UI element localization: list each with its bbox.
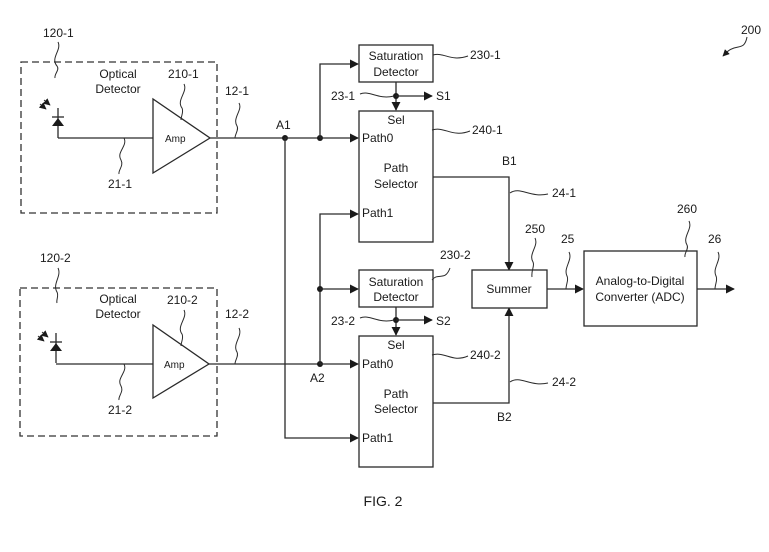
wire-ref-leader-12-2 bbox=[234, 327, 241, 365]
selector-ref-leader-2 bbox=[431, 353, 469, 359]
optical-detector-box-1 bbox=[20, 61, 218, 214]
saturation-detector-1 bbox=[358, 44, 434, 83]
sat-ref-1: 230-1 bbox=[470, 48, 501, 62]
adc-label-b: Converter (ADC) bbox=[595, 290, 684, 304]
selector-ref-leader-1 bbox=[431, 128, 471, 134]
detector-ref-1: 120-1 bbox=[43, 26, 74, 40]
channel-1: 120-1 Optical Detector 21-1 Amp 210-1 12… bbox=[20, 26, 576, 443]
signal-ref-21-1: 21-1 bbox=[108, 177, 132, 191]
node-B1: B1 bbox=[502, 154, 517, 168]
detector-label-1a: Optical bbox=[99, 67, 136, 81]
selector-label-1b: Selector bbox=[374, 177, 418, 191]
figure-caption: FIG. 2 bbox=[364, 493, 403, 509]
sel-ref-23-1: 23-1 bbox=[331, 89, 355, 103]
path0-label-2: Path0 bbox=[362, 357, 394, 371]
path1-label-1: Path1 bbox=[362, 206, 394, 220]
selector-label-1a: Path bbox=[384, 161, 409, 175]
sat-label-1a: Saturation bbox=[369, 49, 424, 63]
adc-label-a: Analog-to-Digital bbox=[596, 274, 685, 288]
wire-ref-leader-26 bbox=[714, 251, 720, 290]
amp-ref-2: 210-2 bbox=[167, 293, 198, 307]
signal-ref-leader-21-1 bbox=[118, 137, 126, 175]
amp-ref-leader-1 bbox=[179, 83, 186, 121]
photodiode-icon-1 bbox=[38, 98, 64, 138]
output-ref-leader-24-1 bbox=[509, 190, 549, 196]
sel-ref-23-2: 23-2 bbox=[331, 314, 355, 328]
figure-reference-arrow bbox=[722, 36, 748, 57]
wire-ref-leader-25 bbox=[565, 251, 571, 290]
sat-ref-leader-2 bbox=[431, 267, 451, 281]
detector-label-1b: Detector bbox=[95, 82, 140, 96]
channel-2: 120-2 Optical Detector 21-2 Amp 210-2 12… bbox=[19, 209, 576, 468]
selector-ref-1: 240-1 bbox=[472, 123, 503, 137]
selector-label-2a: Path bbox=[384, 387, 409, 401]
optical-detector-box-2 bbox=[19, 287, 218, 437]
amp-ref-1: 210-1 bbox=[168, 67, 199, 81]
detector-ref-2: 120-2 bbox=[40, 251, 71, 265]
sat-ref-2: 230-2 bbox=[440, 248, 471, 262]
wire-ref-leader-12-1 bbox=[234, 102, 241, 139]
wire-ref-12-1: 12-1 bbox=[225, 84, 249, 98]
path1-label-2: Path1 bbox=[362, 431, 394, 445]
signal-ref-21-2: 21-2 bbox=[108, 403, 132, 417]
sel-ref-leader-23-2 bbox=[359, 316, 395, 322]
path-selector-2 bbox=[358, 335, 434, 468]
summer-ref-leader bbox=[531, 237, 537, 278]
detector-ref-leader-2 bbox=[55, 267, 60, 304]
sat-ref-leader-1 bbox=[432, 53, 469, 59]
path0-label-1: Path0 bbox=[362, 131, 394, 145]
sat-label-2a: Saturation bbox=[369, 275, 424, 289]
detector-label-2a: Optical bbox=[99, 292, 136, 306]
amp-label-1: Amp bbox=[165, 134, 186, 145]
amp-label-2: Amp bbox=[164, 360, 185, 371]
sel-label-2: Sel bbox=[387, 338, 404, 352]
detector-label-2b: Detector bbox=[95, 307, 140, 321]
amp-ref-leader-2 bbox=[179, 309, 186, 347]
sel-output-S1: S1 bbox=[436, 89, 451, 103]
selector-label-2b: Selector bbox=[374, 402, 418, 416]
summer-ref: 250 bbox=[525, 222, 545, 236]
sel-label-1: Sel bbox=[387, 113, 404, 127]
detector-ref-leader-1 bbox=[54, 41, 60, 79]
sel-ref-leader-23-1 bbox=[359, 92, 395, 98]
adc-block bbox=[583, 250, 698, 327]
output-ref-leader-24-2 bbox=[509, 379, 549, 385]
wire-ref-12-2: 12-2 bbox=[225, 307, 249, 321]
output-ref-24-2: 24-2 bbox=[552, 375, 576, 389]
node-B2: B2 bbox=[497, 410, 512, 424]
node-A1: A1 bbox=[276, 118, 291, 132]
wire-ref-26: 26 bbox=[708, 232, 722, 246]
node-A2: A2 bbox=[310, 371, 325, 385]
output-ref-24-1: 24-1 bbox=[552, 186, 576, 200]
summer-block bbox=[471, 269, 548, 309]
signal-ref-leader-21-2 bbox=[118, 363, 126, 401]
summer-label: Summer bbox=[486, 282, 531, 296]
selector-ref-2: 240-2 bbox=[470, 348, 501, 362]
sel-output-S2: S2 bbox=[436, 314, 451, 328]
sat-label-1b: Detector bbox=[373, 65, 418, 79]
wire-ref-25: 25 bbox=[561, 232, 575, 246]
adc-ref: 260 bbox=[677, 202, 697, 216]
photodiode-icon-2 bbox=[36, 330, 62, 363]
path-selector-1 bbox=[358, 110, 434, 243]
adc-ref-leader bbox=[684, 220, 691, 258]
figure-reference: 200 bbox=[741, 23, 761, 37]
sat-label-2b: Detector bbox=[373, 290, 418, 304]
